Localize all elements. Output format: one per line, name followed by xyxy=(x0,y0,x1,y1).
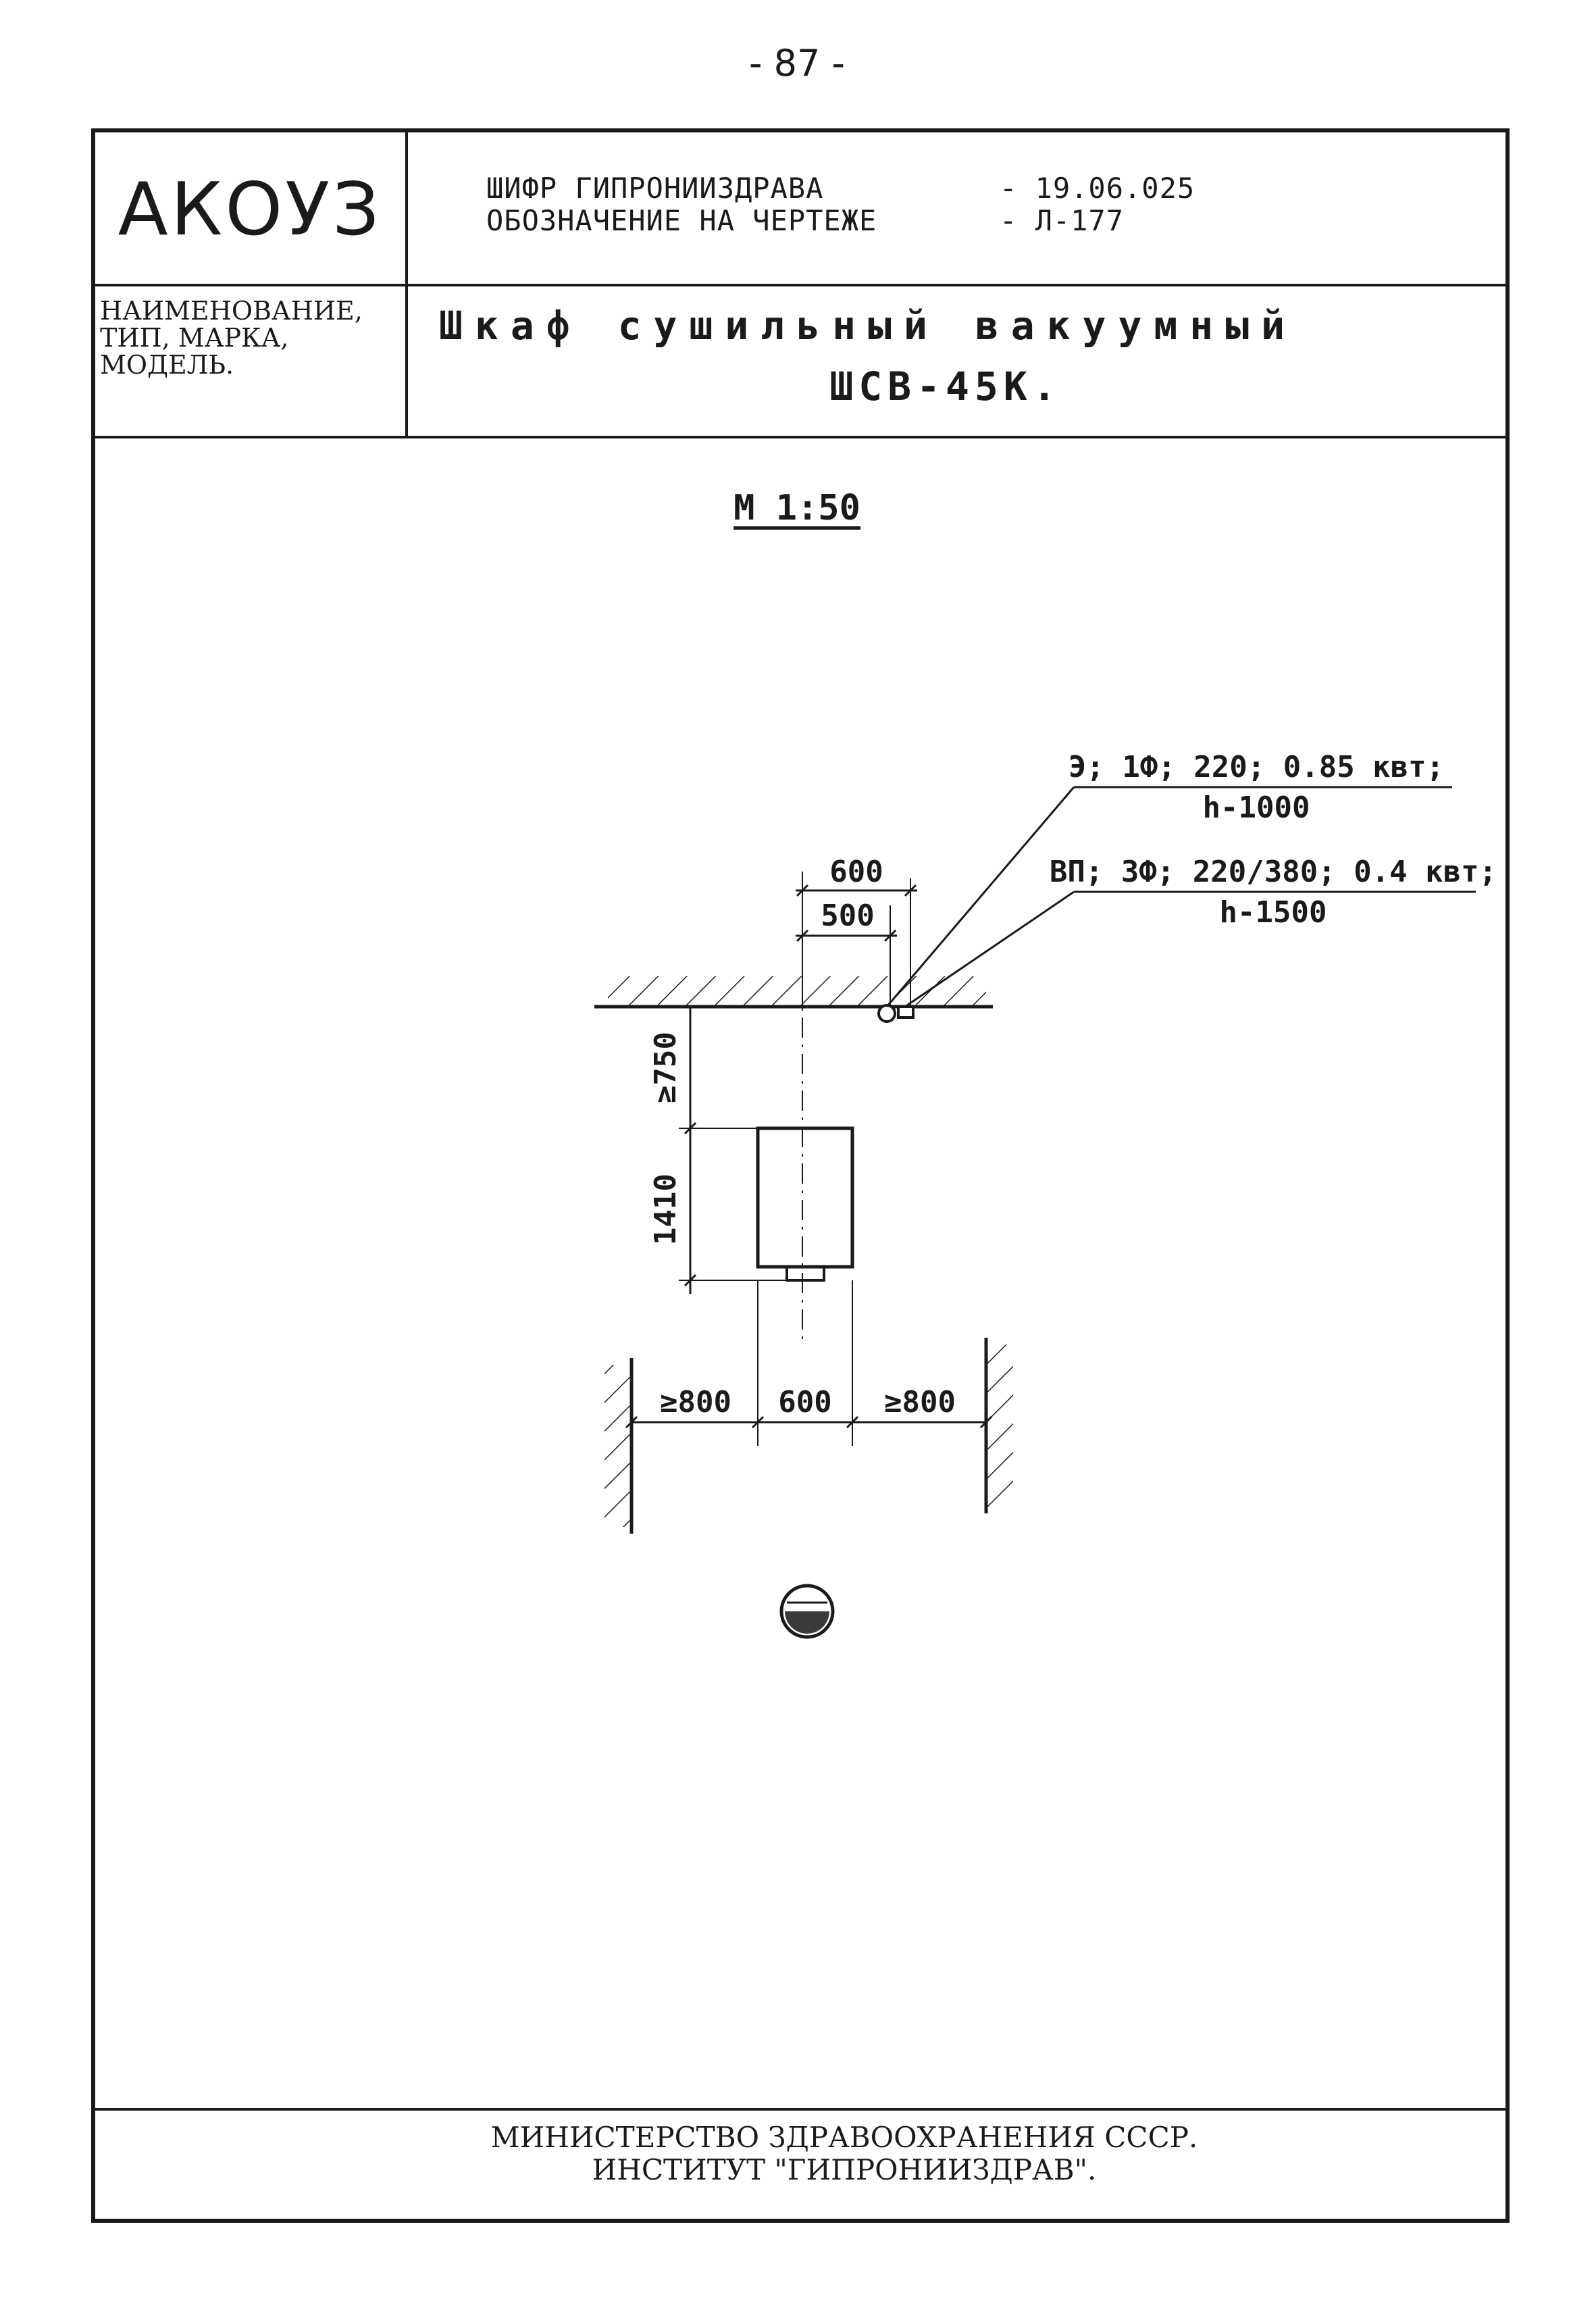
callout-2-line-2: h-1500 xyxy=(1220,895,1327,930)
code-block: ШИФР ГИПРОНИИЗДРАВА - 19.06.025 ОБОЗНАЧЕ… xyxy=(486,172,1297,237)
callout-2-line-1: ВП; 3Ф; 220/380; 0.4 квт; xyxy=(1050,855,1497,889)
footer-block: МИНИСТЕРСТВО ЗДРАВООХРАНЕНИЯ СССР. ИНСТИ… xyxy=(405,2121,1283,2186)
logo-akouz: АКОУЗ xyxy=(118,168,382,252)
scale-label: М 1:50 xyxy=(733,488,860,528)
seal-mark-icon xyxy=(779,1584,835,1639)
code-label: ШИФР ГИПРОНИИЗДРАВА xyxy=(486,172,824,205)
drying-cabinet xyxy=(756,1126,854,1282)
dim-clearance-rear: ≥750 xyxy=(648,1032,683,1103)
footer-line-2: ИНСТИТУТ "ГИПРОНИИЗДРАВ". xyxy=(592,2153,1097,2186)
page-number: - 87 - xyxy=(748,42,845,84)
horizontal-dimensions xyxy=(625,1280,993,1446)
name-label: НАИМЕНОВАНИЕ, ТИП, МАРКА, МОДЕЛЬ. xyxy=(100,296,363,380)
right-side-wall xyxy=(984,1338,1013,1513)
dim-width: 600 xyxy=(778,1385,831,1419)
vertical-dimensions xyxy=(679,1007,787,1294)
top-dimensions xyxy=(796,872,917,1007)
left-side-wall xyxy=(604,1358,634,1534)
dim-side-left: ≥800 xyxy=(660,1385,731,1419)
dim-side-right: ≥800 xyxy=(884,1385,956,1419)
dim-top-inner: 500 xyxy=(821,899,874,933)
footer-line-1: МИНИСТЕРСТВО ЗДРАВООХРАНЕНИЯ СССР. xyxy=(490,2121,1198,2154)
electrical-outlet-3ph xyxy=(897,1005,915,1019)
title-line-1: Шкаф сушильный вакуумный xyxy=(439,303,1297,349)
dim-depth: 1410 xyxy=(648,1174,683,1245)
callout-leaders xyxy=(885,786,1476,1008)
code-value: - 19.06.025 xyxy=(1000,172,1195,205)
title-line-2: ШСВ-45К. xyxy=(829,363,1062,409)
dim-top-outer: 600 xyxy=(829,855,883,889)
drawing-frame xyxy=(91,128,1510,2223)
designation-label: ОБОЗНАЧЕНИЕ НА ЧЕРТЕЖЕ xyxy=(486,204,877,237)
designation-value: - Л-177 xyxy=(1000,204,1125,237)
rear-wall xyxy=(594,976,993,1009)
callout-1-line-2: h-1000 xyxy=(1203,790,1310,825)
electrical-outlet-1ph xyxy=(877,1004,896,1023)
callout-1-line-1: Э; 1Ф; 220; 0.85 квт; xyxy=(1069,750,1444,784)
